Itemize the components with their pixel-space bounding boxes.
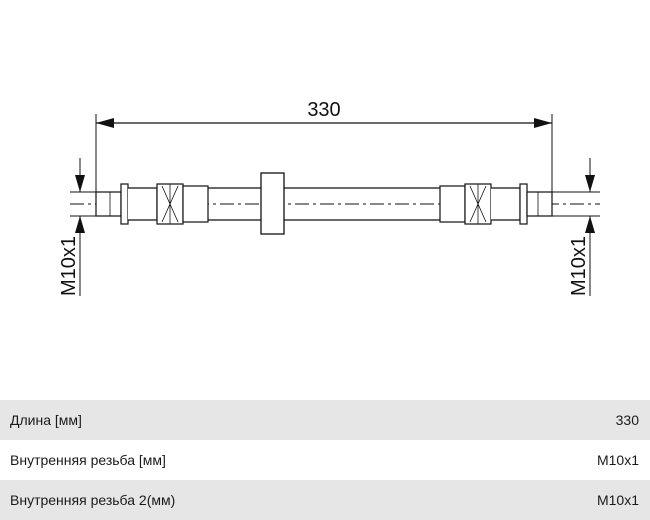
specifications-table: Длина [мм] 330 Внутренняя резьба [мм] M1… [0,400,650,520]
spec-value: M10x1 [596,452,639,468]
spec-row-internal-thread-2: Внутренняя резьба 2(мм) M10x1 [0,480,650,520]
spec-label: Внутренняя резьба 2(мм) [10,492,176,508]
spec-label: Длина [мм] [10,412,82,428]
spec-row-length: Длина [мм] 330 [0,400,650,440]
right-thread-dimension [522,158,600,296]
right-fitting [439,183,553,225]
spec-label: Внутренняя резьба [мм] [10,452,166,468]
spec-value: M10x1 [596,492,639,508]
hose-body [208,187,440,221]
center-bracket [260,172,285,235]
left-thread-label: M10x1 [58,236,80,296]
left-fitting [95,183,209,225]
spec-value: 330 [615,412,639,428]
length-dimension [95,114,553,194]
spec-row-internal-thread: Внутренняя резьба [мм] M10x1 [0,440,650,480]
right-thread-label: M10x1 [568,236,590,296]
brake-hose-drawing: 330 M10x1 M10x1 [58,99,600,296]
length-dimension-label: 330 [307,99,340,121]
